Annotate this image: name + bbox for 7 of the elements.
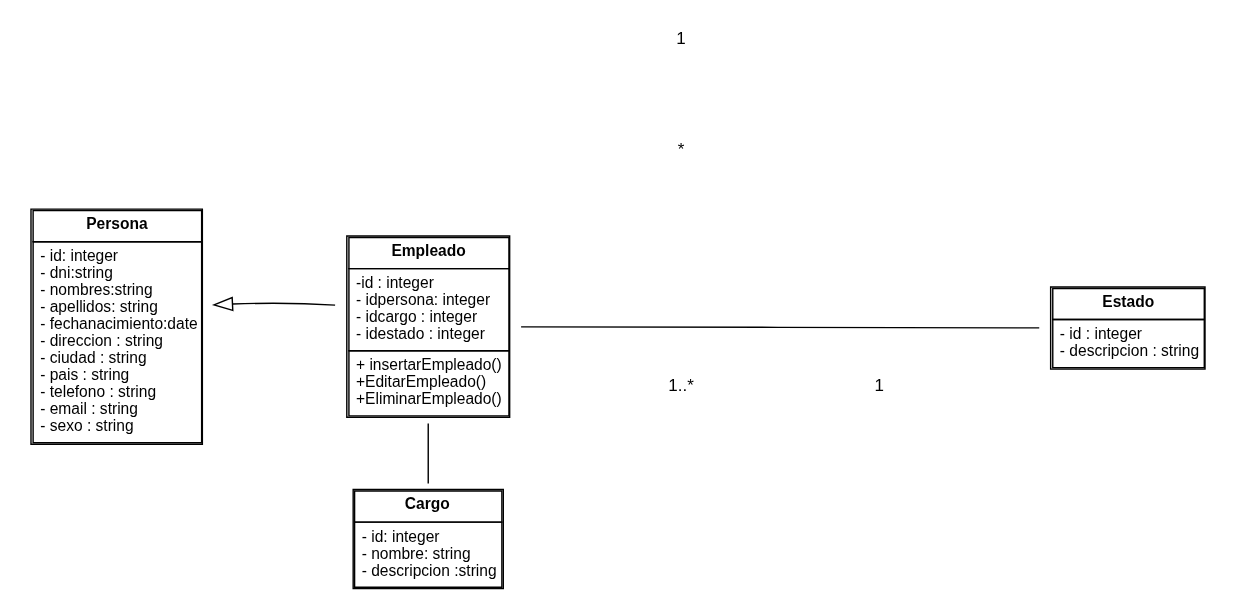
arrow xyxy=(211,296,336,312)
connector xyxy=(520,326,1040,329)
label: 1 xyxy=(874,375,885,395)
connector xyxy=(427,422,429,485)
label: 1..* xyxy=(668,375,694,395)
label: 1 xyxy=(676,28,686,48)
label: * xyxy=(677,140,685,160)
